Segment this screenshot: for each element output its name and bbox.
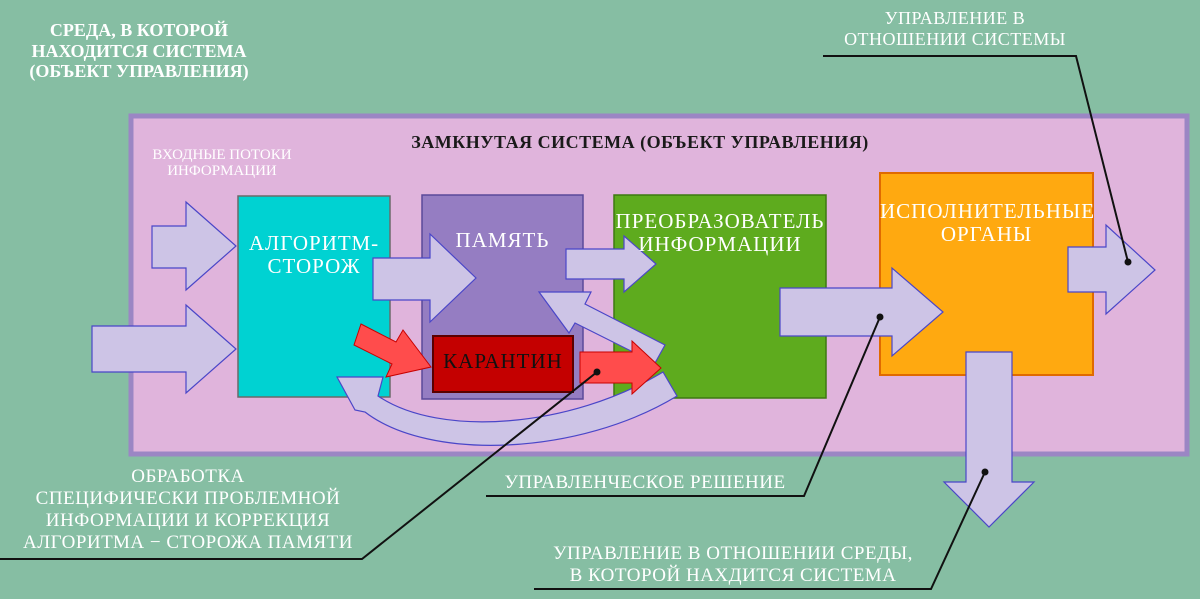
executive-down-arrow xyxy=(942,351,1036,528)
decision-callout: УПРАВЛЕНЧЕСКОЕ РЕШЕНИЕ xyxy=(504,472,786,493)
input-arrow-lower xyxy=(91,303,237,395)
callout-line-control-environment xyxy=(534,471,986,590)
callout-line-decision xyxy=(486,316,881,497)
callout-dot-decision xyxy=(876,313,884,321)
guard-block xyxy=(237,195,391,398)
callout-dot-processing xyxy=(593,368,601,376)
input-arrow-upper xyxy=(151,200,237,292)
processing-callout: ОБРАБОТКА СПЕЦИФИЧЕСКИ ПРОБЛЕМНОЙ ИНФОРМ… xyxy=(23,466,353,553)
memory-label: ПАМЯТЬ xyxy=(455,228,550,252)
callout-dot-control-environment xyxy=(981,468,989,476)
environment-label: СРЕДА, В КОТОРОЙ НАХОДИТСЯ СИСТЕМА (ОБЪЕ… xyxy=(29,20,249,82)
callout-line-processing xyxy=(0,371,598,560)
callout-line-control-system xyxy=(823,55,1129,263)
guard-label: АЛГОРИТМ- СТОРОЖ xyxy=(248,231,380,279)
feedback-curve-arrow xyxy=(335,371,678,446)
executive-output-arrow xyxy=(1067,223,1156,316)
executive-label: ИСПОЛНИТЕЛЬНЫЕ ОРГАНЫ xyxy=(880,199,1096,247)
system-label: ЗАМКНУТАЯ СИСТЕМА (ОБЪЕКТ УПРАВЛЕНИЯ) xyxy=(411,132,869,152)
executive-block xyxy=(879,172,1094,376)
callout-dot-control-system xyxy=(1124,258,1132,266)
quarantine-block xyxy=(432,335,574,393)
memory-to-converter-arrow xyxy=(565,234,657,294)
red-arrow-quarantine-to-converter xyxy=(579,339,662,396)
control-system-callout: УПРАВЛЕНИЕ В ОТНОШЕНИИ СИСТЕМЫ xyxy=(844,8,1066,49)
red-arrow-guard-to-quarantine xyxy=(353,323,432,378)
quarantine-label: КАРАНТИН xyxy=(443,349,563,373)
converter-to-executive-arrow xyxy=(779,266,944,358)
guard-to-memory-arrow xyxy=(372,232,477,324)
converter-label: ПРЕОБРАЗОВАТЕЛЬ ИНФОРМАЦИИ xyxy=(615,209,825,257)
input-flows-label: ВХОДНЫЕ ПОТОКИ ИНФОРМАЦИИ xyxy=(152,147,292,179)
control-environment-callout: УПРАВЛЕНИЕ В ОТНОШЕНИИ СРЕДЫ, В КОТОРОЙ … xyxy=(553,543,913,586)
